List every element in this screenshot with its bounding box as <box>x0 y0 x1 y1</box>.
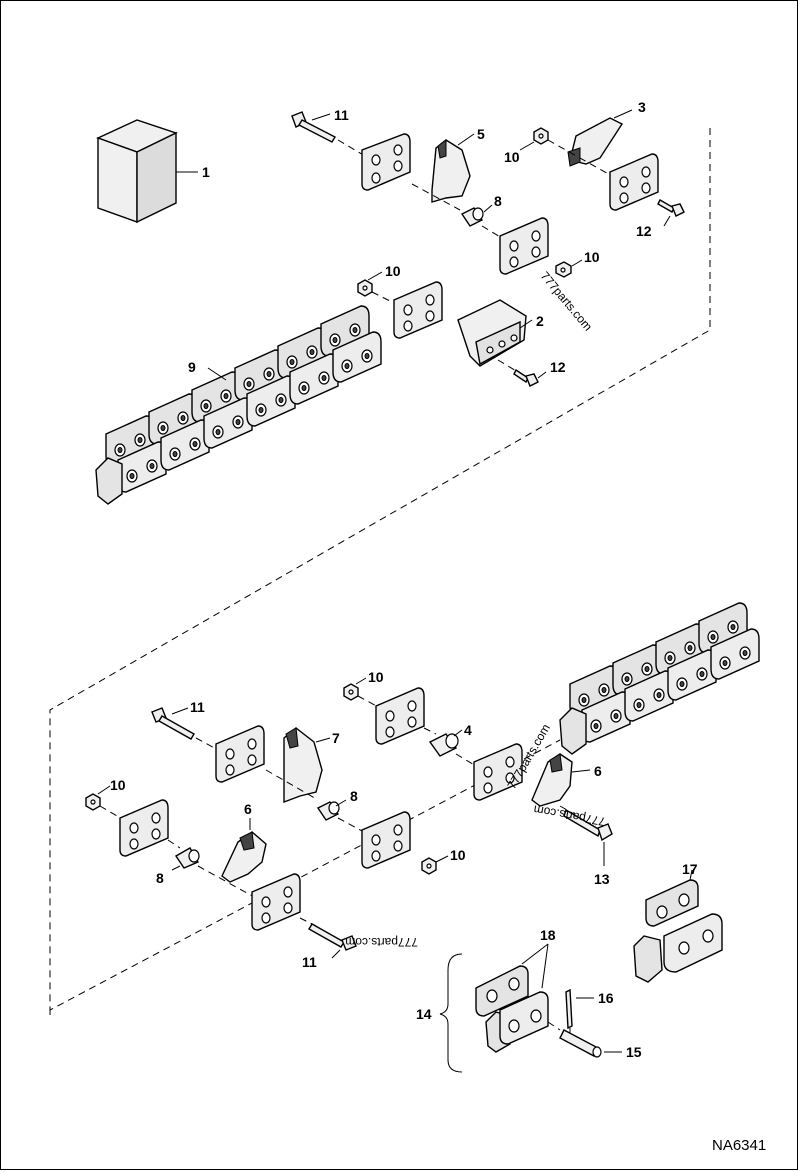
cutter-tooth-6-right <box>531 753 573 807</box>
bolt-top <box>291 111 336 143</box>
bolt-11-mid <box>151 707 195 740</box>
callout-8-left: 8 <box>156 870 164 886</box>
chain-link <box>332 331 382 383</box>
nut-10-a <box>555 261 572 278</box>
bolt-13 <box>563 808 613 842</box>
callout-4: 4 <box>464 722 472 738</box>
callout-10-c: 10 <box>385 263 401 279</box>
bolt-12-a <box>657 199 685 217</box>
watermark-top: 777parts.com <box>538 269 595 334</box>
callout-18: 18 <box>540 927 556 943</box>
diagram-code: NA6341 <box>712 1137 766 1154</box>
callout-9: 9 <box>188 359 196 375</box>
link-plate-f <box>473 743 523 801</box>
nut-10-f <box>85 793 101 811</box>
chain-link <box>148 393 198 445</box>
cutter-tooth-7 <box>283 727 323 804</box>
spacer-8-left <box>175 847 200 869</box>
kit-box <box>96 119 178 224</box>
link-plate-d <box>393 281 443 339</box>
link-plate-g <box>215 725 265 783</box>
chain-link <box>612 644 662 696</box>
callout-7: 7 <box>332 730 340 746</box>
cutter-tooth-6-left <box>221 831 267 883</box>
spacer-4 <box>428 733 459 757</box>
chain-link <box>710 628 760 680</box>
chain-link <box>320 305 370 357</box>
callout-1: 1 <box>202 164 210 180</box>
callout-3: 3 <box>638 99 646 115</box>
cutter-tooth-3 <box>567 117 624 167</box>
callout-8-top: 8 <box>494 193 502 209</box>
link-plate-i <box>119 799 169 857</box>
nut-10-e <box>421 857 437 875</box>
chain-link <box>289 353 339 405</box>
bolt-12-b <box>513 368 539 387</box>
callout-13: 13 <box>594 871 610 887</box>
connector-link-17 <box>633 879 723 983</box>
callout-2: 2 <box>536 313 544 329</box>
spacer-8-mid <box>316 801 340 821</box>
connector-plates-18 <box>475 965 549 1053</box>
callout-10-b: 10 <box>584 249 600 265</box>
callout-15: 15 <box>626 1044 642 1060</box>
group-brace-14 <box>439 953 463 1073</box>
callout-10-a: 10 <box>504 149 520 165</box>
link-plate-j <box>251 873 301 931</box>
nut-10-d <box>343 683 359 701</box>
nut-10-c <box>357 279 373 297</box>
link-plate-h <box>361 811 411 869</box>
assembly-boundary <box>49 128 711 1011</box>
link-plate-a <box>361 133 411 191</box>
link-plate-b <box>499 217 549 275</box>
callout-6-left: 6 <box>244 801 252 817</box>
cotter-pin-16 <box>565 988 573 1030</box>
chain-link <box>667 649 717 701</box>
watermark-bottom: 777parts.com <box>345 935 418 949</box>
cutter-bracket-2 <box>457 299 527 367</box>
watermark-mid: 777parts.com <box>532 802 606 828</box>
chain-link <box>117 441 167 493</box>
callout-6-right: 6 <box>594 763 602 779</box>
callout-12-a: 12 <box>636 223 652 239</box>
roller-chain-bottom <box>559 602 760 755</box>
chain-link <box>624 670 674 722</box>
callout-12-b: 12 <box>550 359 566 375</box>
link-plate-c <box>609 153 659 211</box>
bolt-11-bottom <box>308 923 357 951</box>
roller-chain-top <box>95 305 382 505</box>
callout-11-bottom: 11 <box>302 954 317 970</box>
callout-10-f: 10 <box>450 847 466 863</box>
callout-14: 14 <box>416 1006 432 1022</box>
callout-11-top: 11 <box>334 107 349 123</box>
callout-17: 17 <box>682 861 698 877</box>
spacer-8-top <box>460 207 484 227</box>
callout-5: 5 <box>477 126 485 142</box>
pin-15 <box>559 1029 602 1058</box>
callout-16: 16 <box>598 990 614 1006</box>
nut-10-b <box>533 127 549 145</box>
callout-10-e: 10 <box>110 777 126 793</box>
callout-10-d: 10 <box>368 669 384 685</box>
callout-8-mid: 8 <box>350 788 358 804</box>
callout-11-mid: 11 <box>190 699 205 715</box>
cutter-tooth-5 <box>431 139 471 203</box>
link-plate-e <box>375 687 425 745</box>
chain-link <box>203 397 253 449</box>
chain-link <box>581 691 631 743</box>
